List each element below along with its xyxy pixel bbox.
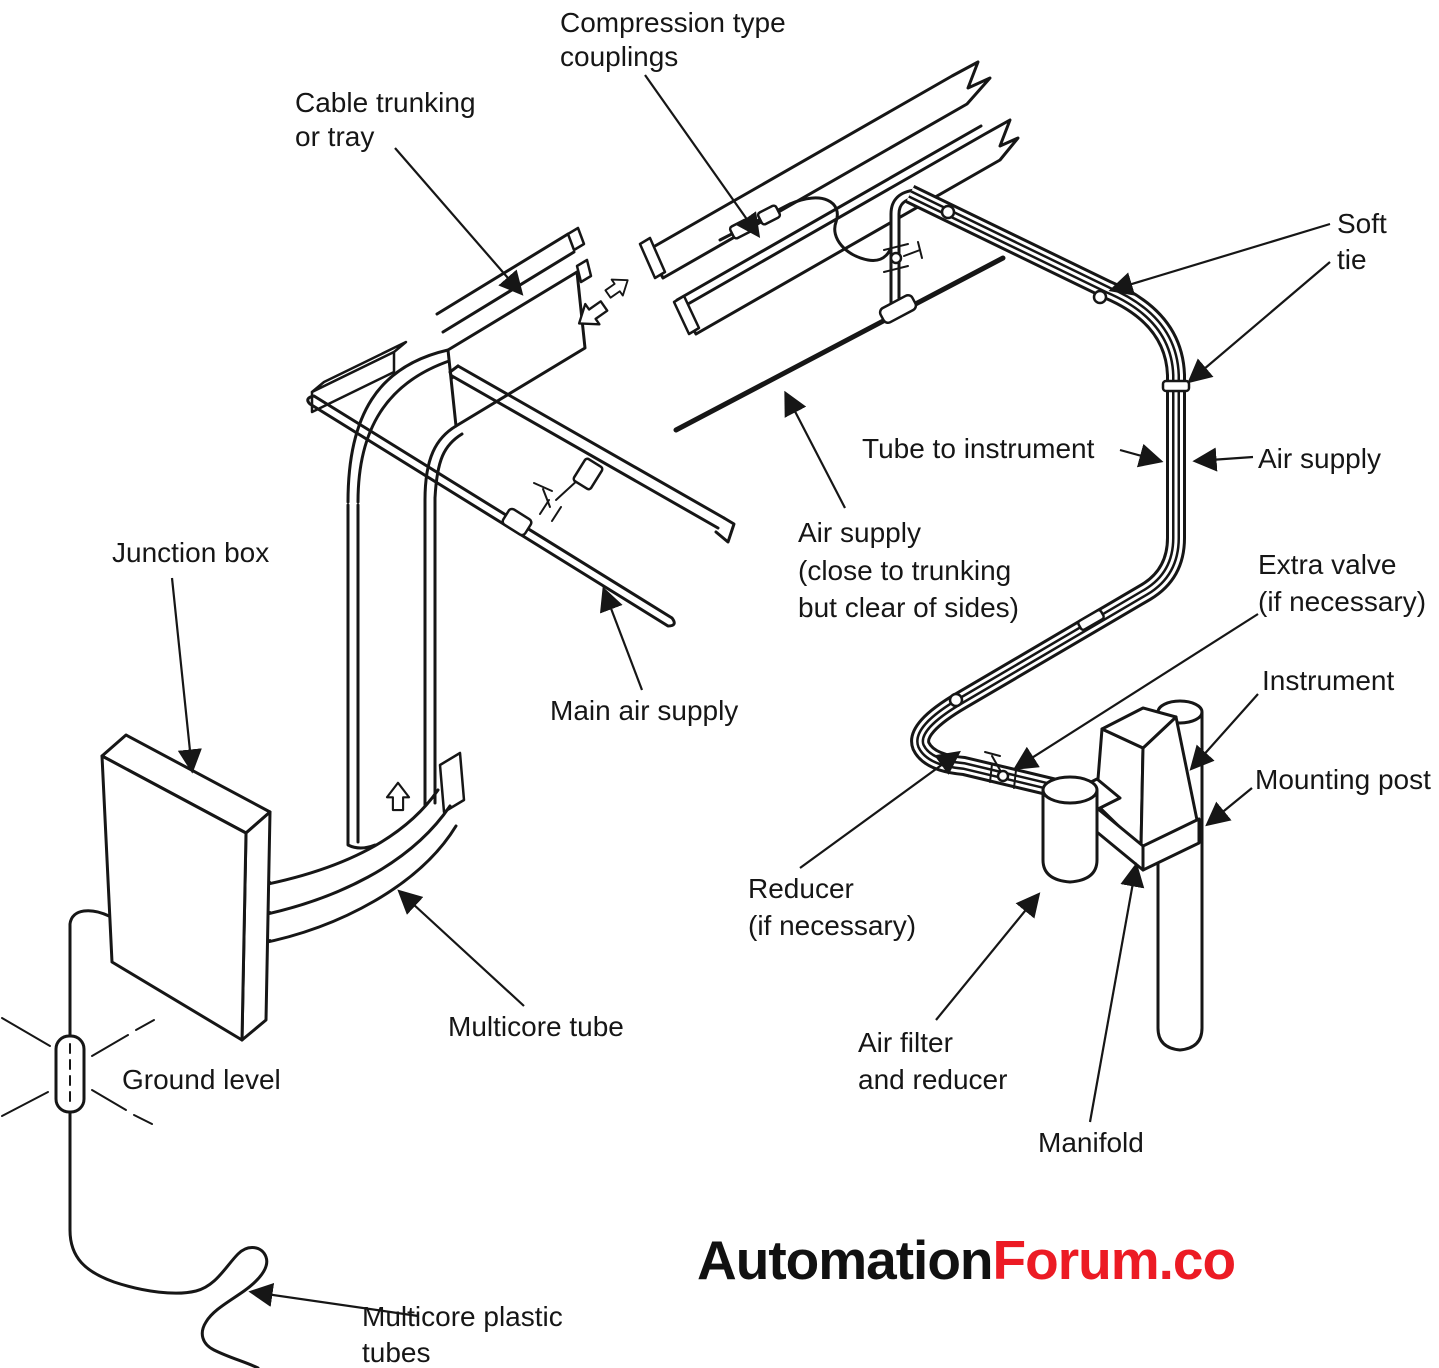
label-multicore-plastic-tubes: Multicore plastic xyxy=(362,1301,563,1332)
leader-cable-trunking xyxy=(394,147,524,296)
leader-air-supply-close xyxy=(784,390,846,509)
label-air-supply-close: Air supply xyxy=(798,517,921,548)
main-air-supply-pipe xyxy=(306,394,676,628)
leader-main-air-supply xyxy=(599,586,644,691)
leader-air-supply xyxy=(1192,447,1254,472)
right-cable-trunking xyxy=(638,60,1020,336)
label-air-filter-2: and reducer xyxy=(858,1064,1007,1095)
trunking-end-flange-upper xyxy=(638,236,667,280)
vertical-trunking xyxy=(346,496,466,850)
elbow-outer-arc2 xyxy=(356,358,454,504)
mounting-rail xyxy=(448,364,736,544)
leader-air-filter xyxy=(935,892,1041,1021)
far-band-end-flange xyxy=(566,226,586,252)
label-instrument: Instrument xyxy=(1262,665,1394,696)
leader-junction-box xyxy=(170,577,202,774)
ground-level-marker xyxy=(1,1017,155,1125)
label-manifold: Manifold xyxy=(1038,1127,1144,1158)
air-supply-line xyxy=(673,255,1006,433)
takeoff-valve xyxy=(533,477,581,522)
soft-tie-5 xyxy=(948,692,964,708)
elbow-inner-arc2 xyxy=(433,432,464,500)
label-extra-valve-2: (if necessary) xyxy=(1258,586,1426,617)
label-extra-valve: Extra valve xyxy=(1258,549,1397,580)
leader-soft-tie-1 xyxy=(1108,222,1331,296)
pipe-coupling xyxy=(501,507,533,537)
watermark-red-part: Forum.co xyxy=(992,1229,1237,1291)
label-air-supply-close-3: but clear of sides) xyxy=(798,592,1019,623)
leader-multicore-tube xyxy=(397,889,525,1007)
label-air-filter: Air filter xyxy=(858,1027,953,1058)
leader-lines xyxy=(170,74,1331,1318)
leader-instrument xyxy=(1189,693,1259,771)
tube-pair-to-instrument xyxy=(910,194,1191,789)
elbow-fill xyxy=(348,350,456,502)
buried-multicore-tubes xyxy=(68,909,269,1368)
label-soft-tie-2: tie xyxy=(1337,244,1367,275)
label-air-supply: Air supply xyxy=(1258,443,1381,474)
label-soft-tie: Soft xyxy=(1337,208,1387,239)
near-wall-end-flange xyxy=(575,258,593,284)
tee-fitting xyxy=(878,293,918,325)
soft-tie-3 xyxy=(1161,379,1191,393)
exit-panel xyxy=(438,751,466,814)
valve-handle xyxy=(903,249,921,257)
label-multicore-tube: Multicore tube xyxy=(448,1011,624,1042)
label-air-supply-close-2: (close to trunking xyxy=(798,555,1011,586)
riser-valve xyxy=(889,251,903,265)
air-filter xyxy=(1041,775,1099,884)
leader-reducer xyxy=(799,750,961,869)
trunking-break-arrow xyxy=(385,781,411,812)
label-compression-couplings: Compression type xyxy=(560,7,786,38)
trunking-far-wall xyxy=(646,60,992,280)
leader-multicore-plastic-tubes xyxy=(248,1282,419,1318)
trunking-floor-edge xyxy=(675,124,983,302)
label-multicore-plastic-tubes-2: tubes xyxy=(362,1337,431,1368)
label-reducer: Reducer xyxy=(748,873,854,904)
elbow-inner-arc xyxy=(423,424,458,502)
labels: Compression type couplings Cable trunkin… xyxy=(112,7,1431,1368)
label-ground-level: Ground level xyxy=(122,1064,281,1095)
trunking-near-wall xyxy=(679,118,1020,336)
leader-extra-valve xyxy=(1012,613,1259,770)
watermark-black-part: Automation xyxy=(697,1229,994,1291)
near-wall xyxy=(446,270,587,428)
label-tube-to-instrument: Tube to instrument xyxy=(862,433,1095,464)
label-compression-couplings-2: couplings xyxy=(560,41,678,72)
multicore-tube xyxy=(243,788,458,946)
label-main-air-supply: Main air supply xyxy=(550,695,738,726)
left-cable-trunking xyxy=(310,226,593,850)
leader-tube-to-instrument xyxy=(1119,443,1164,468)
soft-tie-4 xyxy=(1077,609,1105,631)
soft-tie-1 xyxy=(940,204,956,220)
pipe-clamp xyxy=(572,457,604,491)
soft-tie-2 xyxy=(1092,289,1108,305)
trunking-end-flange-lower xyxy=(672,294,701,336)
junction-box xyxy=(100,733,272,1042)
instrument xyxy=(1094,706,1199,850)
leader-soft-tie-2 xyxy=(1187,261,1331,384)
label-cable-trunking: Cable trunking xyxy=(295,87,476,118)
label-reducer-2: (if necessary) xyxy=(748,910,916,941)
label-junction-box: Junction box xyxy=(112,537,269,568)
leader-compression-couplings xyxy=(644,74,761,238)
joint-arrow-right xyxy=(601,271,635,303)
watermark: AutomationForum.co xyxy=(697,1228,1237,1292)
label-cable-trunking-2: or tray xyxy=(295,121,374,152)
extra-valve xyxy=(984,751,1017,789)
elbow-outer-arc xyxy=(346,348,450,504)
leader-mounting-post xyxy=(1205,787,1253,827)
leader-manifold xyxy=(1088,862,1145,1123)
label-mounting-post: Mounting post xyxy=(1255,764,1431,795)
